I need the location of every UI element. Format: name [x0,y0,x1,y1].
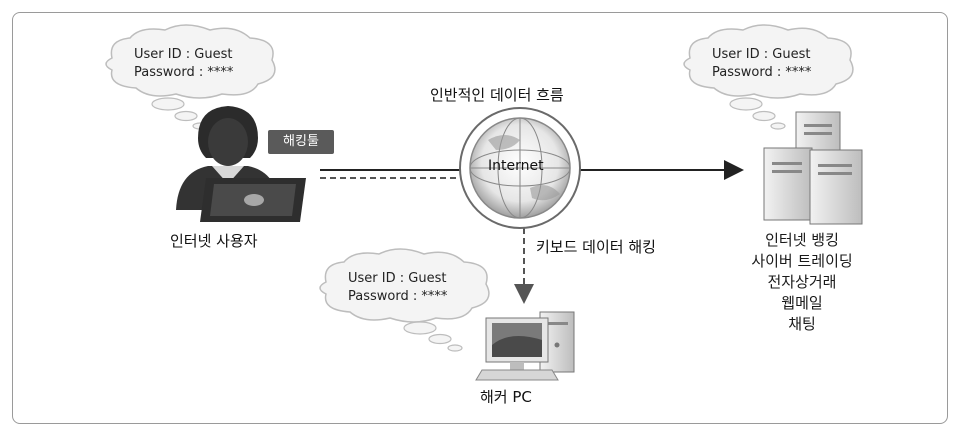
internet-label: Internet [488,158,544,174]
server-thought-bubble [683,24,854,130]
hacker-credentials: User ID : Guest Password : **** [348,270,447,306]
hacking-tool-badge: 해킹툴 [268,130,334,154]
service-item: 인터넷 뱅킹 [765,231,839,249]
user-id-text: User ID : Guest [712,47,811,62]
user-id-text: User ID : Guest [348,271,447,286]
keyboard-hacking-label: 키보드 데이터 해킹 [536,238,656,256]
password-text: Password : **** [712,65,812,80]
internet-user-icon [176,106,306,222]
services-list: 인터넷 뱅킹 사이버 트레이딩 전자상거래 웹메일 채팅 [732,230,872,335]
flow-label: 인반적인 데이터 흐름 [430,86,564,104]
password-text: Password : **** [134,65,234,80]
internet-globe-icon [459,107,581,229]
user-id-text: User ID : Guest [134,47,233,62]
internet-user-label: 인터넷 사용자 [170,232,258,250]
service-item: 웹메일 [781,294,823,312]
server-credentials: User ID : Guest Password : **** [712,46,811,82]
hacker-thought-bubble [319,248,490,352]
service-item: 전자상거래 [767,273,837,291]
user-credentials: User ID : Guest Password : **** [134,46,233,82]
hacker-pc-icon [475,311,575,381]
service-item: 채팅 [788,315,816,333]
server-icon [763,111,863,225]
hacker-pc-label: 해커 PC [480,388,532,406]
service-item: 사이버 트레이딩 [751,252,853,270]
password-text: Password : **** [348,289,448,304]
